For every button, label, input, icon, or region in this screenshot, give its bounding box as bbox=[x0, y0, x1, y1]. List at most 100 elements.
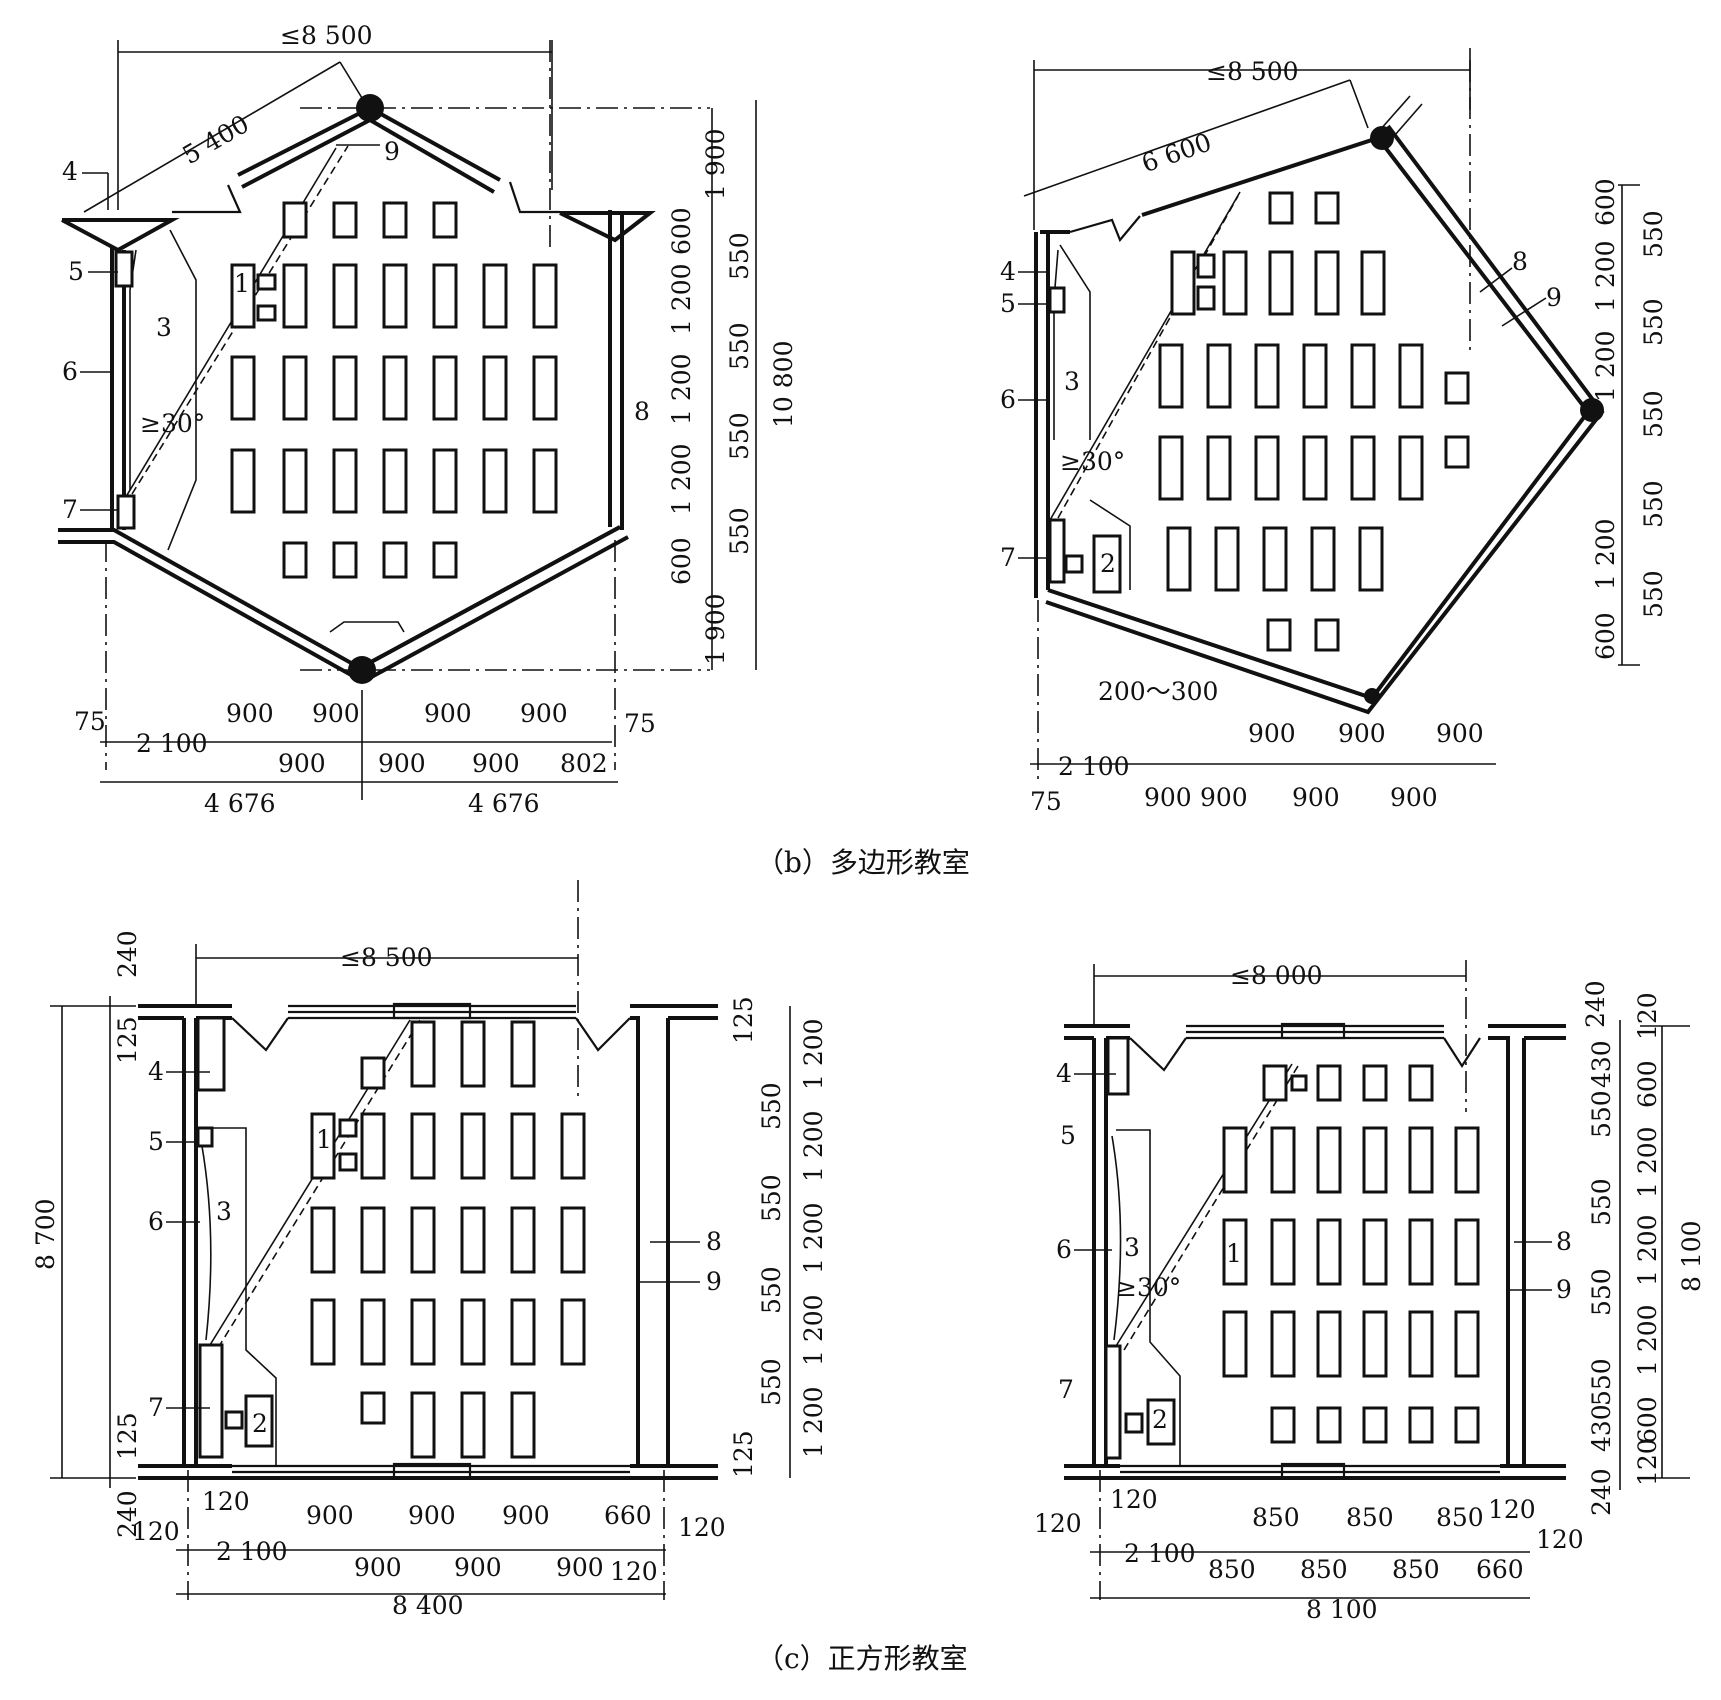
right-dim-1: 125 bbox=[729, 996, 758, 1044]
right-dim-8: 600 bbox=[1633, 1396, 1662, 1444]
plan-square-a: 4 5 6 7 3 1 2 8 9 ≤8 500 240 125 8 bbox=[31, 880, 828, 1620]
bottom-r2-2: 850 bbox=[1208, 1555, 1256, 1584]
label-7: 7 bbox=[148, 1393, 164, 1422]
label-8: 8 bbox=[634, 397, 650, 426]
bottom-r3-1: 4 676 bbox=[468, 789, 540, 818]
label-3: 3 bbox=[216, 1197, 232, 1226]
bottom-r2-0: 120 bbox=[1034, 1509, 1082, 1538]
label-2: 2 bbox=[252, 1409, 268, 1438]
bottom-r2-3: 900 bbox=[454, 1553, 502, 1582]
label-6: 6 bbox=[1056, 1235, 1072, 1264]
label-5: 5 bbox=[1000, 289, 1016, 318]
plan-square-b: 4 5 6 7 3 1 2 ≥30° 8 9 ≤8 000 240 120 43… bbox=[1034, 960, 1706, 1624]
label-8: 8 bbox=[1556, 1227, 1572, 1256]
item-labels-pentagon: 4 5 6 7 3 2 8 9 ≥30° bbox=[1000, 247, 1562, 578]
right-dim-4: 1 200 bbox=[799, 1202, 828, 1274]
top-span: ≤8 000 bbox=[1230, 961, 1323, 990]
bottom-r2-6: 120 bbox=[678, 1513, 726, 1542]
right-dim-5: 600 bbox=[1591, 612, 1620, 660]
right-dim-6: 1 200 bbox=[1633, 1214, 1662, 1286]
label-6: 6 bbox=[62, 357, 78, 386]
right-dim-5: 1 200 bbox=[667, 443, 696, 515]
item-labels-hexagon: 4 5 6 7 3 1 9 8 ≥30° bbox=[62, 137, 650, 524]
dimensions-square-a: ≤8 500 240 125 8 700 125 240 125 1 200 1… bbox=[31, 930, 828, 1620]
right-dim-4: 1 200 bbox=[1591, 518, 1620, 590]
right-gap-2: 550 bbox=[725, 322, 754, 370]
label-9: 9 bbox=[384, 137, 400, 166]
overall-height: 10 800 bbox=[769, 341, 798, 428]
angle-label: ≥30° bbox=[1060, 447, 1125, 476]
gap-note: 200～300 bbox=[1098, 677, 1218, 706]
bottom-r2-1: 2 100 bbox=[1124, 1539, 1196, 1568]
item-labels-square-b: 4 5 6 7 3 1 2 ≥30° 8 9 bbox=[1056, 1059, 1572, 1434]
bottom-r2-6: 120 bbox=[1536, 1525, 1584, 1554]
right-dim-6: 1 200 bbox=[799, 1386, 828, 1458]
bottom-r2-5: 120 bbox=[610, 1557, 658, 1586]
diag-dim: 6 600 bbox=[1138, 127, 1215, 178]
right-dim-3: 1 200 bbox=[799, 1110, 828, 1182]
right-dim-1: 1 900 bbox=[701, 128, 730, 200]
right-dim-3: 1 200 bbox=[1591, 330, 1620, 402]
top-span: ≤8 500 bbox=[340, 943, 433, 972]
dimensions-square-b: ≤8 000 240 120 430 600 1 200 1 200 1 200… bbox=[1034, 961, 1706, 1624]
label-3: 3 bbox=[1124, 1233, 1140, 1262]
label-8: 8 bbox=[706, 1227, 722, 1256]
right-gap-2: 550 bbox=[1639, 298, 1668, 346]
bottom-r1-2: 850 bbox=[1346, 1503, 1394, 1532]
desks-hexagon bbox=[114, 201, 558, 579]
bottom-r3-2: 900 bbox=[1292, 783, 1340, 812]
bottom-r1-0: 120 bbox=[202, 1487, 250, 1516]
right-dim-2: 600 bbox=[667, 207, 696, 255]
bottom-r1-0: 900 bbox=[1248, 719, 1296, 748]
label-9: 9 bbox=[1556, 1275, 1572, 1304]
label-4: 4 bbox=[148, 1057, 164, 1086]
label-8: 8 bbox=[1512, 247, 1528, 276]
label-7: 7 bbox=[62, 495, 78, 524]
plan-hexagon: 4 5 6 7 3 1 9 8 ≥30° ≤8 500 5 400 1 900 bbox=[58, 21, 798, 818]
right-gap-3: 550 bbox=[1587, 1268, 1616, 1316]
bottom-r1-4: 660 bbox=[604, 1501, 652, 1530]
bottom-r3-0: 4 676 bbox=[204, 789, 276, 818]
right-gap-4: 550 bbox=[1639, 480, 1668, 528]
bottom-r2-2: 900 bbox=[378, 749, 426, 778]
desks-square-b bbox=[1104, 1036, 1480, 1460]
right-dim-3: 1 200 bbox=[667, 263, 696, 335]
bottom-r2-5: 660 bbox=[1476, 1555, 1524, 1584]
label-9: 9 bbox=[1546, 283, 1562, 312]
bottom-r1-0: 120 bbox=[1110, 1485, 1158, 1514]
label-7: 7 bbox=[1058, 1375, 1074, 1404]
right-dim-7: 125 bbox=[729, 1430, 758, 1478]
bottom-r3-3: 900 bbox=[1390, 783, 1438, 812]
right-gap-1: 550 bbox=[1639, 210, 1668, 258]
bottom-r1-4: 900 bbox=[520, 699, 568, 728]
bottom-r2-4: 900 bbox=[556, 1553, 604, 1582]
top-span: ≤8 500 bbox=[280, 21, 373, 50]
bottom-r1-0: 75 bbox=[74, 707, 106, 736]
bottom-r1-3: 850 bbox=[1436, 1503, 1484, 1532]
bottom-r2-3: 900 bbox=[472, 749, 520, 778]
bottom-r1-2: 900 bbox=[408, 1501, 456, 1530]
right-dim-5: 1 200 bbox=[1633, 1126, 1662, 1198]
bottom-r1-1: 900 bbox=[1338, 719, 1386, 748]
bottom-r2-1: 900 bbox=[278, 749, 326, 778]
label-9: 9 bbox=[706, 1267, 722, 1296]
overall-height: 8 100 bbox=[1677, 1220, 1706, 1292]
diag-dim: 5 400 bbox=[177, 109, 253, 170]
bottom-r1-4: 120 bbox=[1488, 1495, 1536, 1524]
label-2: 2 bbox=[1152, 1405, 1168, 1434]
right-gap-1: 550 bbox=[1587, 1090, 1616, 1138]
bottom-r1-1: 850 bbox=[1252, 1503, 1300, 1532]
bottom-r2-2: 900 bbox=[354, 1553, 402, 1582]
label-5: 5 bbox=[148, 1127, 164, 1156]
right-dim-7: 1 900 bbox=[701, 593, 730, 665]
right-dim-6: 600 bbox=[667, 537, 696, 585]
label-4: 4 bbox=[1056, 1059, 1072, 1088]
angle-label: ≥30° bbox=[140, 409, 205, 438]
desks-pentagon bbox=[1048, 191, 1470, 652]
caption-square: （c）正方形教室 bbox=[756, 1642, 968, 1675]
label-1: 1 bbox=[1226, 1239, 1242, 1268]
bottom-r2-0: 120 bbox=[132, 1517, 180, 1546]
item-labels-square-a: 4 5 6 7 3 1 2 8 9 bbox=[148, 1057, 722, 1438]
right-gap-3: 550 bbox=[1639, 390, 1668, 438]
